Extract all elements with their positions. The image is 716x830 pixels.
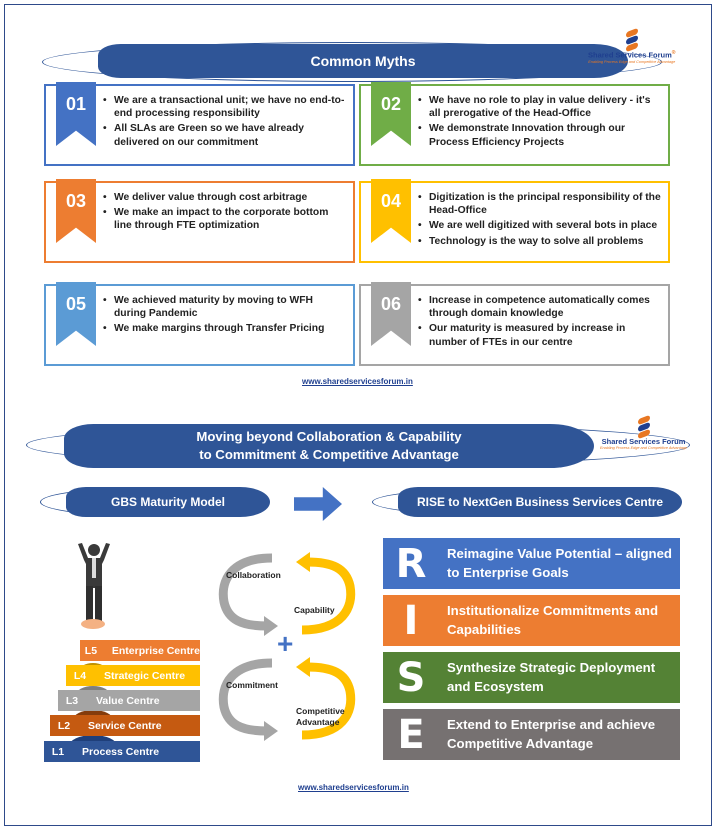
level-name: Strategic Centre (104, 669, 186, 682)
maturity-level: L4 Strategic Centre (66, 665, 200, 686)
commitment-advantage-cycle (218, 657, 356, 741)
cycle-label-capability: Capability (294, 605, 335, 615)
rise-text: Reimagine Value Potential – aligned to E… (447, 546, 672, 580)
maturity-title-line2: to Commitment & Competitive Advantage (199, 447, 459, 462)
myth-item: We demonstrate Innovation through our Pr… (418, 122, 662, 148)
myth-item: Increase in competence automatically com… (418, 294, 662, 320)
maturity-banner: Moving beyond Collaboration & Capability… (64, 424, 594, 468)
myths-title: Common Myths (310, 53, 416, 69)
myth-list: We deliver value through cost arbitrageW… (103, 191, 347, 233)
gbs-banner: GBS Maturity Model (66, 487, 270, 517)
level-id: L5 (84, 644, 98, 657)
logo-bottom: Shared Services Forum Enabling Process E… (600, 414, 688, 450)
logo-name: Shared Services Forum (601, 437, 686, 446)
myth-number: 06 (371, 282, 411, 346)
rise-letter: S (396, 654, 426, 701)
rise-row: S Synthesize Strategic Deployment and Eco… (383, 652, 680, 703)
myth-item: All SLAs are Green so we have already de… (103, 122, 347, 148)
myth-item: We make margins through Transfer Pricing (103, 322, 347, 335)
myth-item: We achieved maturity by moving to WFH du… (103, 294, 347, 320)
level-id: L3 (65, 694, 79, 707)
myth-list: Increase in competence automatically com… (418, 294, 662, 349)
myth-number: 02 (371, 82, 411, 146)
gbs-header: GBS Maturity Model (110, 495, 225, 509)
rise-text: Synthesize Strategic Deployment and Ecos… (447, 660, 656, 694)
level-name: Service Centre (88, 719, 162, 732)
leader-figure-icon (78, 543, 110, 626)
rise-text: Extend to Enterprise and achieve Competi… (447, 717, 656, 751)
page-frame (4, 4, 712, 826)
myth-card: 02 We have no role to play in value deliv… (359, 82, 670, 166)
myth-card: 05 We achieved maturity by moving to WFH … (44, 282, 355, 366)
logo-mark-icon (635, 414, 653, 440)
cycle-label-competitive-advantage: Competitive Advantage (296, 706, 345, 727)
myth-list: We achieved maturity by moving to WFH du… (103, 294, 347, 336)
cycle-label-collaboration: Collaboration (226, 570, 281, 580)
rise-text: Institutionalize Commitments and Capabil… (447, 603, 659, 637)
maturity-level: L3 Value Centre (58, 690, 200, 711)
level-id: L1 (51, 745, 65, 758)
rise-row: R Reimagine Value Potential – aligned to … (383, 538, 680, 589)
myth-card: 03We deliver value through cost arbitrag… (44, 179, 355, 263)
myth-number: 01 (56, 82, 96, 146)
level-name: Process Centre (82, 745, 160, 758)
maturity-level: L2 Service Centre (50, 715, 200, 736)
myth-number: 03 (56, 179, 96, 243)
rise-letter: I (403, 597, 419, 644)
logo-tagline: Enabling Process Edge and Competitive Ad… (600, 446, 688, 450)
myth-item: We make an impact to the corporate botto… (103, 206, 347, 232)
myth-item: We have no role to play in value deliver… (418, 94, 662, 120)
website-link-bottom[interactable]: www.sharedservicesforum.in (298, 783, 409, 792)
website-link-top[interactable]: www.sharedservicesforum.in (302, 377, 413, 386)
logo-top: Shared Services Forum® Enabling Process … (588, 27, 676, 64)
logo-tagline: Enabling Process Edge and Competitive Ad… (588, 59, 676, 64)
cycle-label-commitment: Commitment (226, 680, 278, 690)
myth-item: We are a transactional unit; we have no … (103, 94, 347, 120)
rise-header: RISE to NextGen Business Services Centre (416, 495, 664, 509)
logo-mark-icon (623, 27, 641, 53)
maturity-level: L1 Process Centre (44, 741, 200, 762)
collaboration-capability-cycle (218, 552, 356, 636)
myth-number: 05 (56, 282, 96, 346)
myths-banner: Common Myths (98, 44, 628, 78)
level-id: L2 (57, 719, 71, 732)
rise-row: E Extend to Enterprise and achieve Compet… (383, 709, 680, 760)
maturity-title-line1: Moving beyond Collaboration & Capability (196, 429, 462, 444)
rise-letter: E (397, 711, 425, 758)
level-name: Enterprise Centre (111, 644, 200, 657)
level-id: L4 (73, 669, 87, 682)
myth-item: We are well digitized with several bots … (418, 219, 662, 232)
rise-letter: R (395, 540, 427, 587)
logo-name: Shared Services Forum® (588, 50, 676, 60)
myth-card: 04 Digitization is the principal responsi… (359, 179, 670, 263)
rise-banner: RISE to NextGen Business Services Centre (398, 487, 682, 517)
level-name: Value Centre (96, 694, 160, 707)
maturity-level: L5 Enterprise Centre (80, 640, 200, 661)
myth-list: Digitization is the principal responsibi… (418, 191, 662, 248)
myth-card: 01 We are a transactional unit; we have n… (44, 82, 355, 166)
myth-card: 06 Increase in competence automatically c… (359, 282, 670, 366)
plus-icon: + (277, 628, 294, 659)
myth-list: We are a transactional unit; we have no … (103, 94, 347, 149)
myth-item: Our maturity is measured by increase in … (418, 322, 662, 348)
myth-item: We deliver value through cost arbitrage (103, 191, 347, 204)
myth-list: We have no role to play in value deliver… (418, 94, 662, 149)
myth-item: Technology is the way to solve all probl… (418, 235, 662, 248)
myth-number: 04 (371, 179, 411, 243)
rise-row: I Institutionalize Commitments and Capabi… (383, 595, 680, 646)
myth-item: Digitization is the principal responsibi… (418, 191, 662, 217)
